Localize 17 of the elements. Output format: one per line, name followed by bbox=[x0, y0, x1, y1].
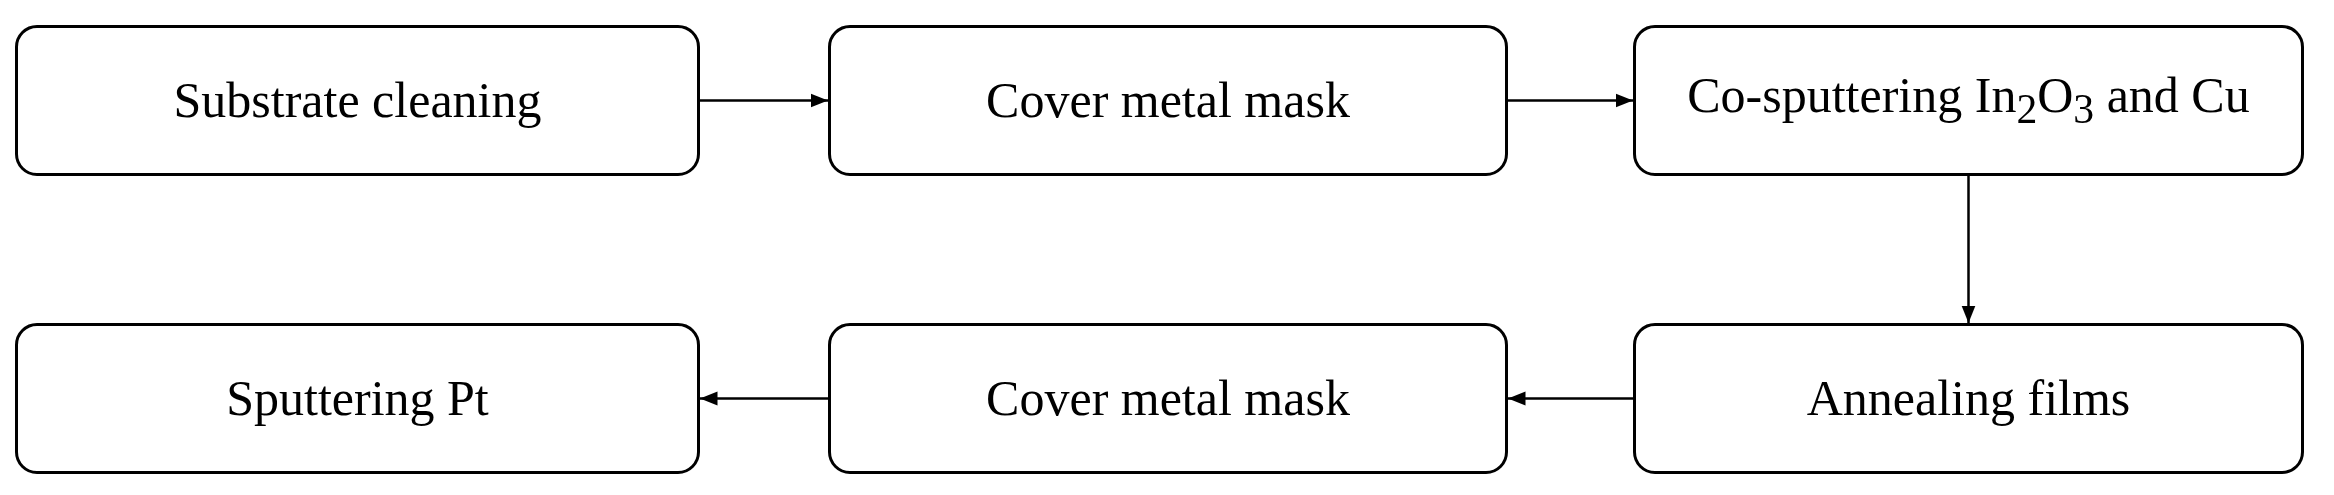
process-box bbox=[15, 323, 700, 474]
step-label: Cover metal mask bbox=[986, 71, 1350, 130]
step-label: Co-sputtering In$_{2}$O$_{3}$ and Cu bbox=[1687, 67, 2250, 134]
step-label: Substrate cleaning bbox=[173, 71, 542, 130]
arrow bbox=[1508, 93, 1633, 108]
process-box bbox=[828, 25, 1508, 176]
process-box bbox=[828, 323, 1508, 474]
arrow bbox=[700, 93, 828, 108]
arrow bbox=[1961, 176, 1976, 323]
process-box bbox=[15, 25, 700, 176]
step-label: Sputtering Pt bbox=[226, 369, 489, 428]
arrow bbox=[700, 391, 828, 406]
process-box bbox=[1633, 323, 2304, 474]
step-label: Cover metal mask bbox=[986, 369, 1350, 428]
arrow bbox=[1508, 391, 1633, 406]
process-box bbox=[1633, 25, 2304, 176]
step-label: Annealing films bbox=[1806, 369, 2131, 428]
